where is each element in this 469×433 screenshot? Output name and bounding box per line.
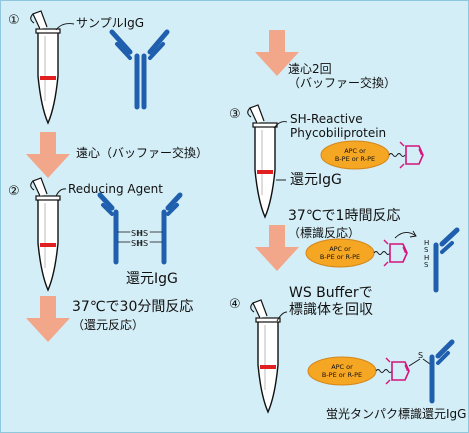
step2-result: 還元IgG <box>126 271 178 287</box>
hs-small-s2: S <box>424 261 429 269</box>
tube-3 <box>247 104 278 218</box>
half-antibody-4 <box>433 227 460 293</box>
step4-line2: 標識体を回収 <box>289 302 373 318</box>
step2-label: Reducing Agent <box>68 182 163 196</box>
dye-label-4a: APC or <box>329 245 351 253</box>
tube-4 <box>250 299 281 413</box>
hs-label-1: HS <box>137 229 148 238</box>
hs-small-s1: S <box>424 246 429 254</box>
flow-arrow-1 <box>26 132 70 178</box>
labeled-conjugate <box>307 356 431 386</box>
step3-line1: SH-Reactive <box>290 112 363 126</box>
reaction-arrowhead <box>409 230 417 238</box>
pointer-4 <box>276 311 288 322</box>
step3-result: 還元IgG <box>290 172 342 188</box>
step1-number: ① <box>8 13 20 28</box>
arrow2-line2: （還元反応） <box>72 318 145 332</box>
dye-label-5a: APC or <box>331 363 353 371</box>
dye-label-3a: APC or <box>344 147 366 155</box>
flow-arrow-2 <box>26 296 70 342</box>
dye-label-4b: B-PE or R-PE <box>320 253 360 261</box>
antibody-1 <box>109 29 170 110</box>
hs-small-h2: H <box>424 254 429 262</box>
dye-reagent-4 <box>305 238 408 268</box>
pointer-1 <box>55 23 75 31</box>
hs-label-2: HS <box>137 239 148 248</box>
step3-line2: Phycobiliprotein <box>290 126 387 140</box>
hs-small-h1: H <box>424 239 429 247</box>
tube-1 <box>30 10 61 124</box>
s-link-label: S <box>418 351 423 360</box>
sh-label-2: SH <box>131 239 142 248</box>
step1-label: サンプルIgG <box>76 16 145 30</box>
arrow4-line1: 37℃で1時間反応 <box>288 208 401 224</box>
reaction-curve <box>394 232 417 239</box>
dye-reagent-3 <box>320 140 424 170</box>
arrow2-line1: 37℃で30分間反応 <box>72 299 194 315</box>
tube-2 <box>30 177 61 291</box>
step4-result: 蛍光タンパク標識還元IgG <box>326 407 467 421</box>
step4-number: ④ <box>229 297 241 312</box>
step2-number: ② <box>8 184 20 199</box>
pointer-2 <box>55 188 67 197</box>
step3-number: ③ <box>229 107 241 122</box>
half-antibody-5 <box>429 339 455 404</box>
pointer-3 <box>273 121 288 129</box>
reduced-antibody-2 <box>97 192 183 265</box>
arrow1-label: 遠心（バッファー交換） <box>76 146 209 160</box>
sh-label-1: SH <box>131 229 142 238</box>
arrow4-line2: （標識反応） <box>288 226 361 240</box>
step4-line1: WS Bufferで <box>289 285 373 301</box>
dye-label-3b: B-PE or R-PE <box>335 155 375 163</box>
arrow3-line2: （バッファー交換） <box>288 76 397 90</box>
arrow3-line1: 遠心2回 <box>288 62 332 76</box>
dye-label-5b: B-PE or R-PE <box>322 371 362 379</box>
